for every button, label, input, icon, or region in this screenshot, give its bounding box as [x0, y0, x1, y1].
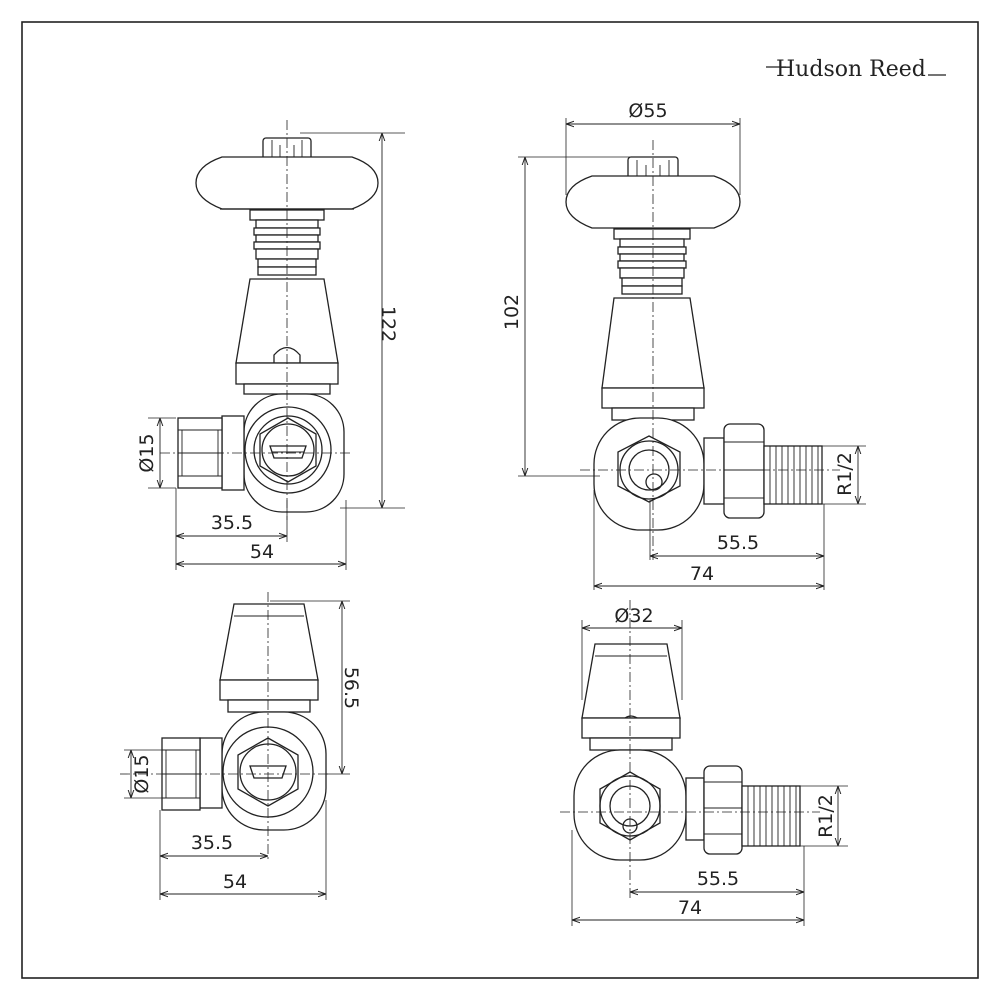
union-nut	[723, 423, 765, 519]
width-label: 54	[250, 541, 274, 563]
inlet-label: 55.5	[697, 868, 739, 890]
side-elevation-view: Ø55 102 R1/2 55.5 74	[501, 100, 866, 590]
inlet-label: 35.5	[211, 512, 253, 534]
pipe-tail	[199, 737, 223, 809]
thread-label: R1/2	[834, 452, 856, 496]
front-elevation-view: 122 35.5 54 Ø15	[136, 120, 405, 570]
side-elevation-thermostatic-view: Ø32 R1/2 55.5 74	[560, 600, 848, 926]
brand-name: Hudson Reed	[776, 57, 926, 82]
valve-head	[581, 643, 681, 719]
height-label: 56.5	[340, 667, 362, 709]
head-diameter-label: Ø32	[614, 605, 653, 627]
pipe-diameter-label: Ø15	[131, 754, 153, 793]
drawing-border	[21, 21, 979, 979]
height-label: 102	[501, 294, 523, 330]
thread-label: R1/2	[815, 794, 837, 838]
front-elevation-thermostatic-view: 56.5 Ø15 35.5 54	[120, 592, 362, 900]
threaded-tail	[741, 785, 801, 847]
height-label: 122	[377, 306, 399, 342]
threaded-tail	[763, 445, 823, 505]
head-diameter-label: Ø55	[628, 100, 667, 122]
width-label: 54	[223, 871, 247, 893]
brand-logo: Hudson Reed	[766, 57, 946, 82]
width-label: 74	[690, 563, 714, 585]
inlet-label: 35.5	[191, 832, 233, 854]
inlet-label: 55.5	[717, 532, 759, 554]
width-label: 74	[678, 897, 702, 919]
valve-head	[219, 603, 319, 681]
pipe-diameter-label: Ø15	[136, 433, 158, 472]
union-nut	[703, 765, 743, 855]
